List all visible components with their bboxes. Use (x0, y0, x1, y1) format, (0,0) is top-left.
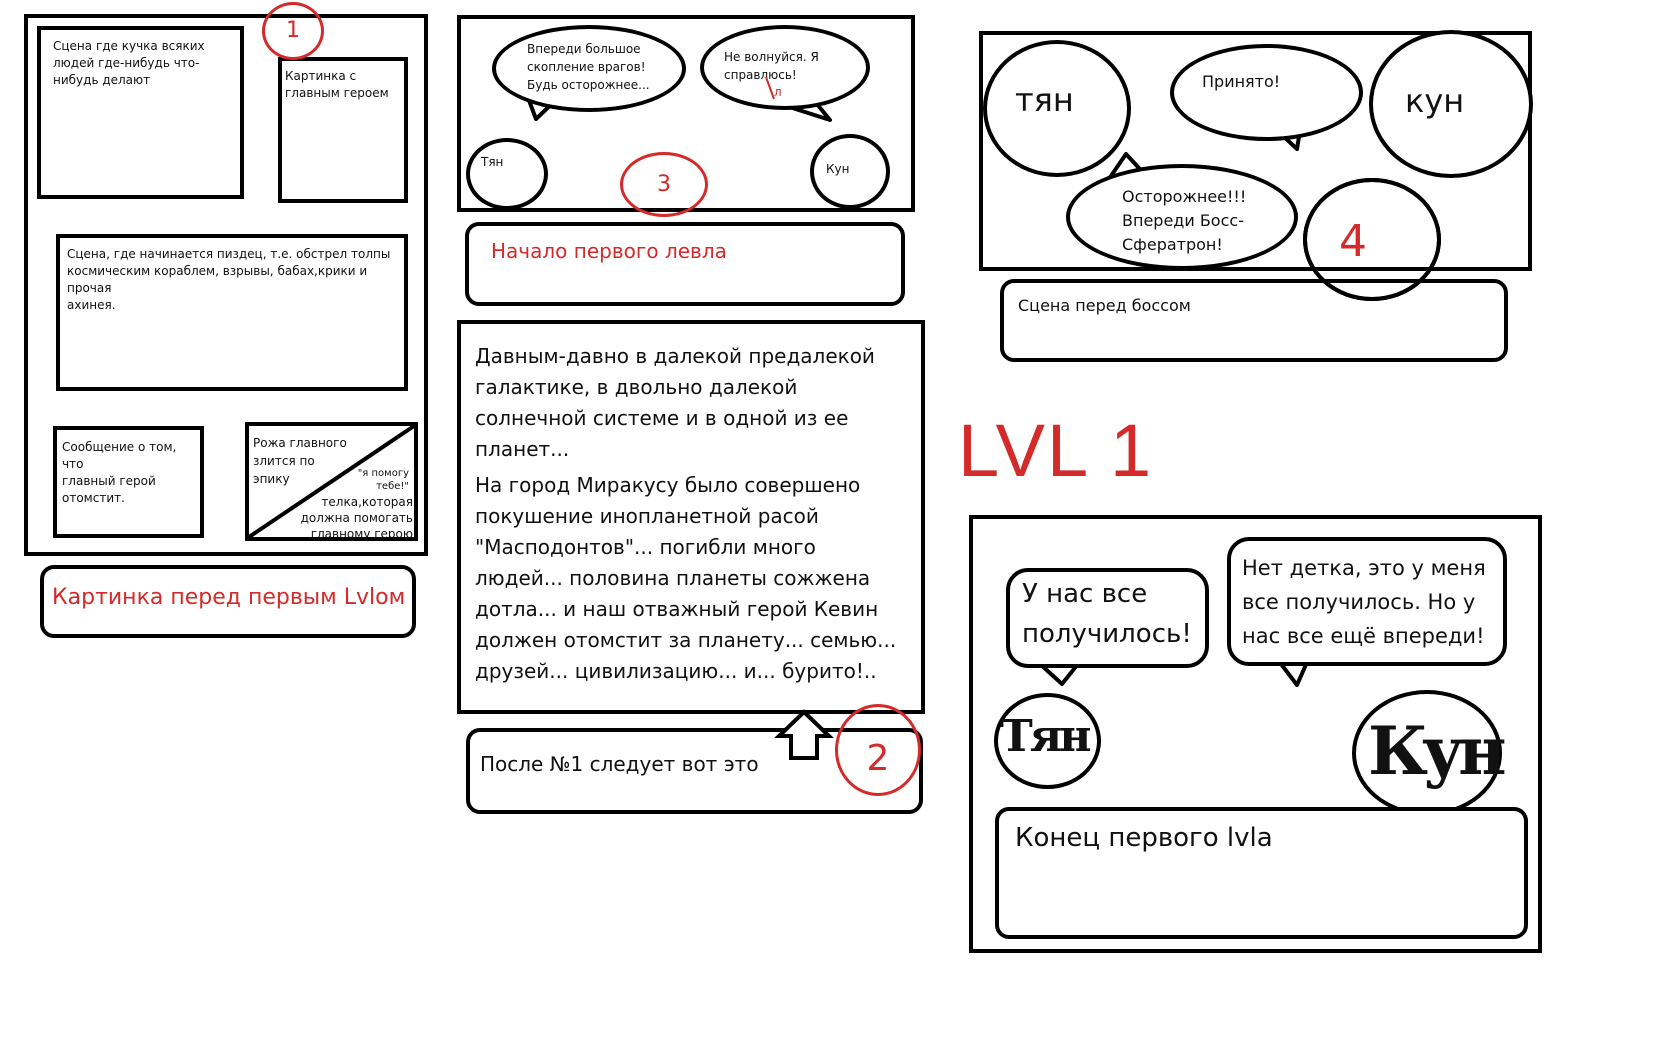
caption-box-4: Сцена перед боссом (1000, 279, 1508, 362)
caption-4: Сцена перед боссом (1018, 296, 1191, 315)
bubble-reply-text: Нет детка, это у меня все получилось. Но… (1242, 556, 1486, 648)
speech-bubble-accepted: Принято! (1170, 44, 1363, 141)
speech-bubble-warning: Впереди большое скопление врагов! Будь о… (492, 25, 686, 112)
speech-bubble-confident: Не волнуйся. Я справлюсь! л (700, 25, 870, 110)
attack-scene-text: Сцена, где начинается пиздец, т.е. обстр… (67, 247, 391, 312)
character-circle-kun-large: кун (1369, 30, 1533, 178)
correction-letter: л (774, 85, 782, 99)
caption-5: Конец первого lvla (1015, 823, 1273, 853)
frame-hero-picture: Картинка с главным героем (278, 57, 408, 203)
story-text-2: На город Миракусу было совершено покушен… (475, 473, 897, 683)
bubble-warning-text: Впереди большое скопление врагов! Будь о… (527, 42, 650, 92)
marker-2: 2 (866, 738, 890, 779)
caption-3: Начало первого левла (491, 239, 727, 263)
frame-attack-scene: Сцена, где начинается пиздец, т.е. обстр… (56, 234, 408, 391)
frame-crowd-scene: Сцена где кучка всяких людей где-нибудь … (37, 26, 244, 199)
marker-1: 1 (286, 18, 300, 43)
level-title: LVL 1 (958, 409, 1154, 492)
character-label-kun-drawn: Кун (1368, 712, 1507, 790)
character-circle-tyan-drawn: Тян (994, 693, 1101, 789)
speech-bubble-success: У нас все получилось! (1006, 568, 1209, 668)
bubble-boss-warning-text: Осторожнее!!! Впереди Босс- Сфератрон! (1122, 187, 1247, 254)
caption-box-1: Картинка перед первым Lvlом (40, 565, 416, 638)
character-circle-tyan: Тян (466, 138, 548, 210)
revenge-message-text: Сообщение о том, что главный герой отомс… (62, 440, 177, 505)
marker-circle-1: 1 (262, 2, 324, 60)
story-text: Давным-давно в далекой предалекой галакт… (475, 344, 875, 461)
marker-3: 3 (657, 172, 671, 197)
bubble-accepted-text: Принято! (1202, 72, 1281, 91)
correction-mark (765, 76, 775, 100)
character-circle-kun: Кун (810, 134, 890, 209)
caption-1: Картинка перед первым Lvlом (52, 585, 406, 610)
character-label-tyan-large: тян (1015, 81, 1074, 119)
storyboard-panel-2: Давным-давно в далекой предалекой галакт… (457, 320, 925, 714)
frame-hero-face: Рожа главного злится по эпику "я помогу … (245, 422, 418, 541)
helper-quote-text: "я помогу тебе!" (357, 468, 409, 492)
character-circle-kun-drawn: Кун (1352, 690, 1507, 816)
speech-bubble-boss-warning: Осторожнее!!! Впереди Босс- Сфератрон! (1066, 164, 1298, 270)
character-label-kun-large: кун (1405, 82, 1465, 120)
caption-2: После №1 следует вот это (480, 752, 759, 776)
bubble-success-text: У нас все получилось! (1022, 579, 1192, 649)
speech-bubble-reply: Нет детка, это у меня все получилось. Но… (1227, 537, 1507, 666)
caption-box-5: Конец первого lvla (995, 807, 1528, 939)
character-label-tyan-drawn: Тян (1000, 711, 1091, 762)
boss-circle-overlap (1303, 178, 1441, 301)
diagonal-divider (249, 426, 414, 537)
hero-face-text: Рожа главного злится по эпику (253, 436, 347, 486)
frame-revenge-message: Сообщение о том, что главный герой отомс… (53, 426, 204, 538)
character-label-kun: Кун (826, 162, 850, 176)
marker-circle-3: 3 (620, 152, 708, 217)
hero-picture-text: Картинка с главным героем (285, 69, 389, 100)
bubble-confident-text: Не волнуйся. Я справлюсь! (724, 50, 819, 82)
marker-circle-2: 2 (835, 704, 921, 796)
character-label-tyan: Тян (481, 155, 504, 169)
character-circle-tyan-large: тян (983, 40, 1131, 177)
caption-box-3: Начало первого левла (465, 222, 905, 306)
crowd-scene-text: Сцена где кучка всяких людей где-нибудь … (53, 39, 205, 87)
helper-girl-text: телка,которая должна помогать главному г… (300, 495, 413, 541)
